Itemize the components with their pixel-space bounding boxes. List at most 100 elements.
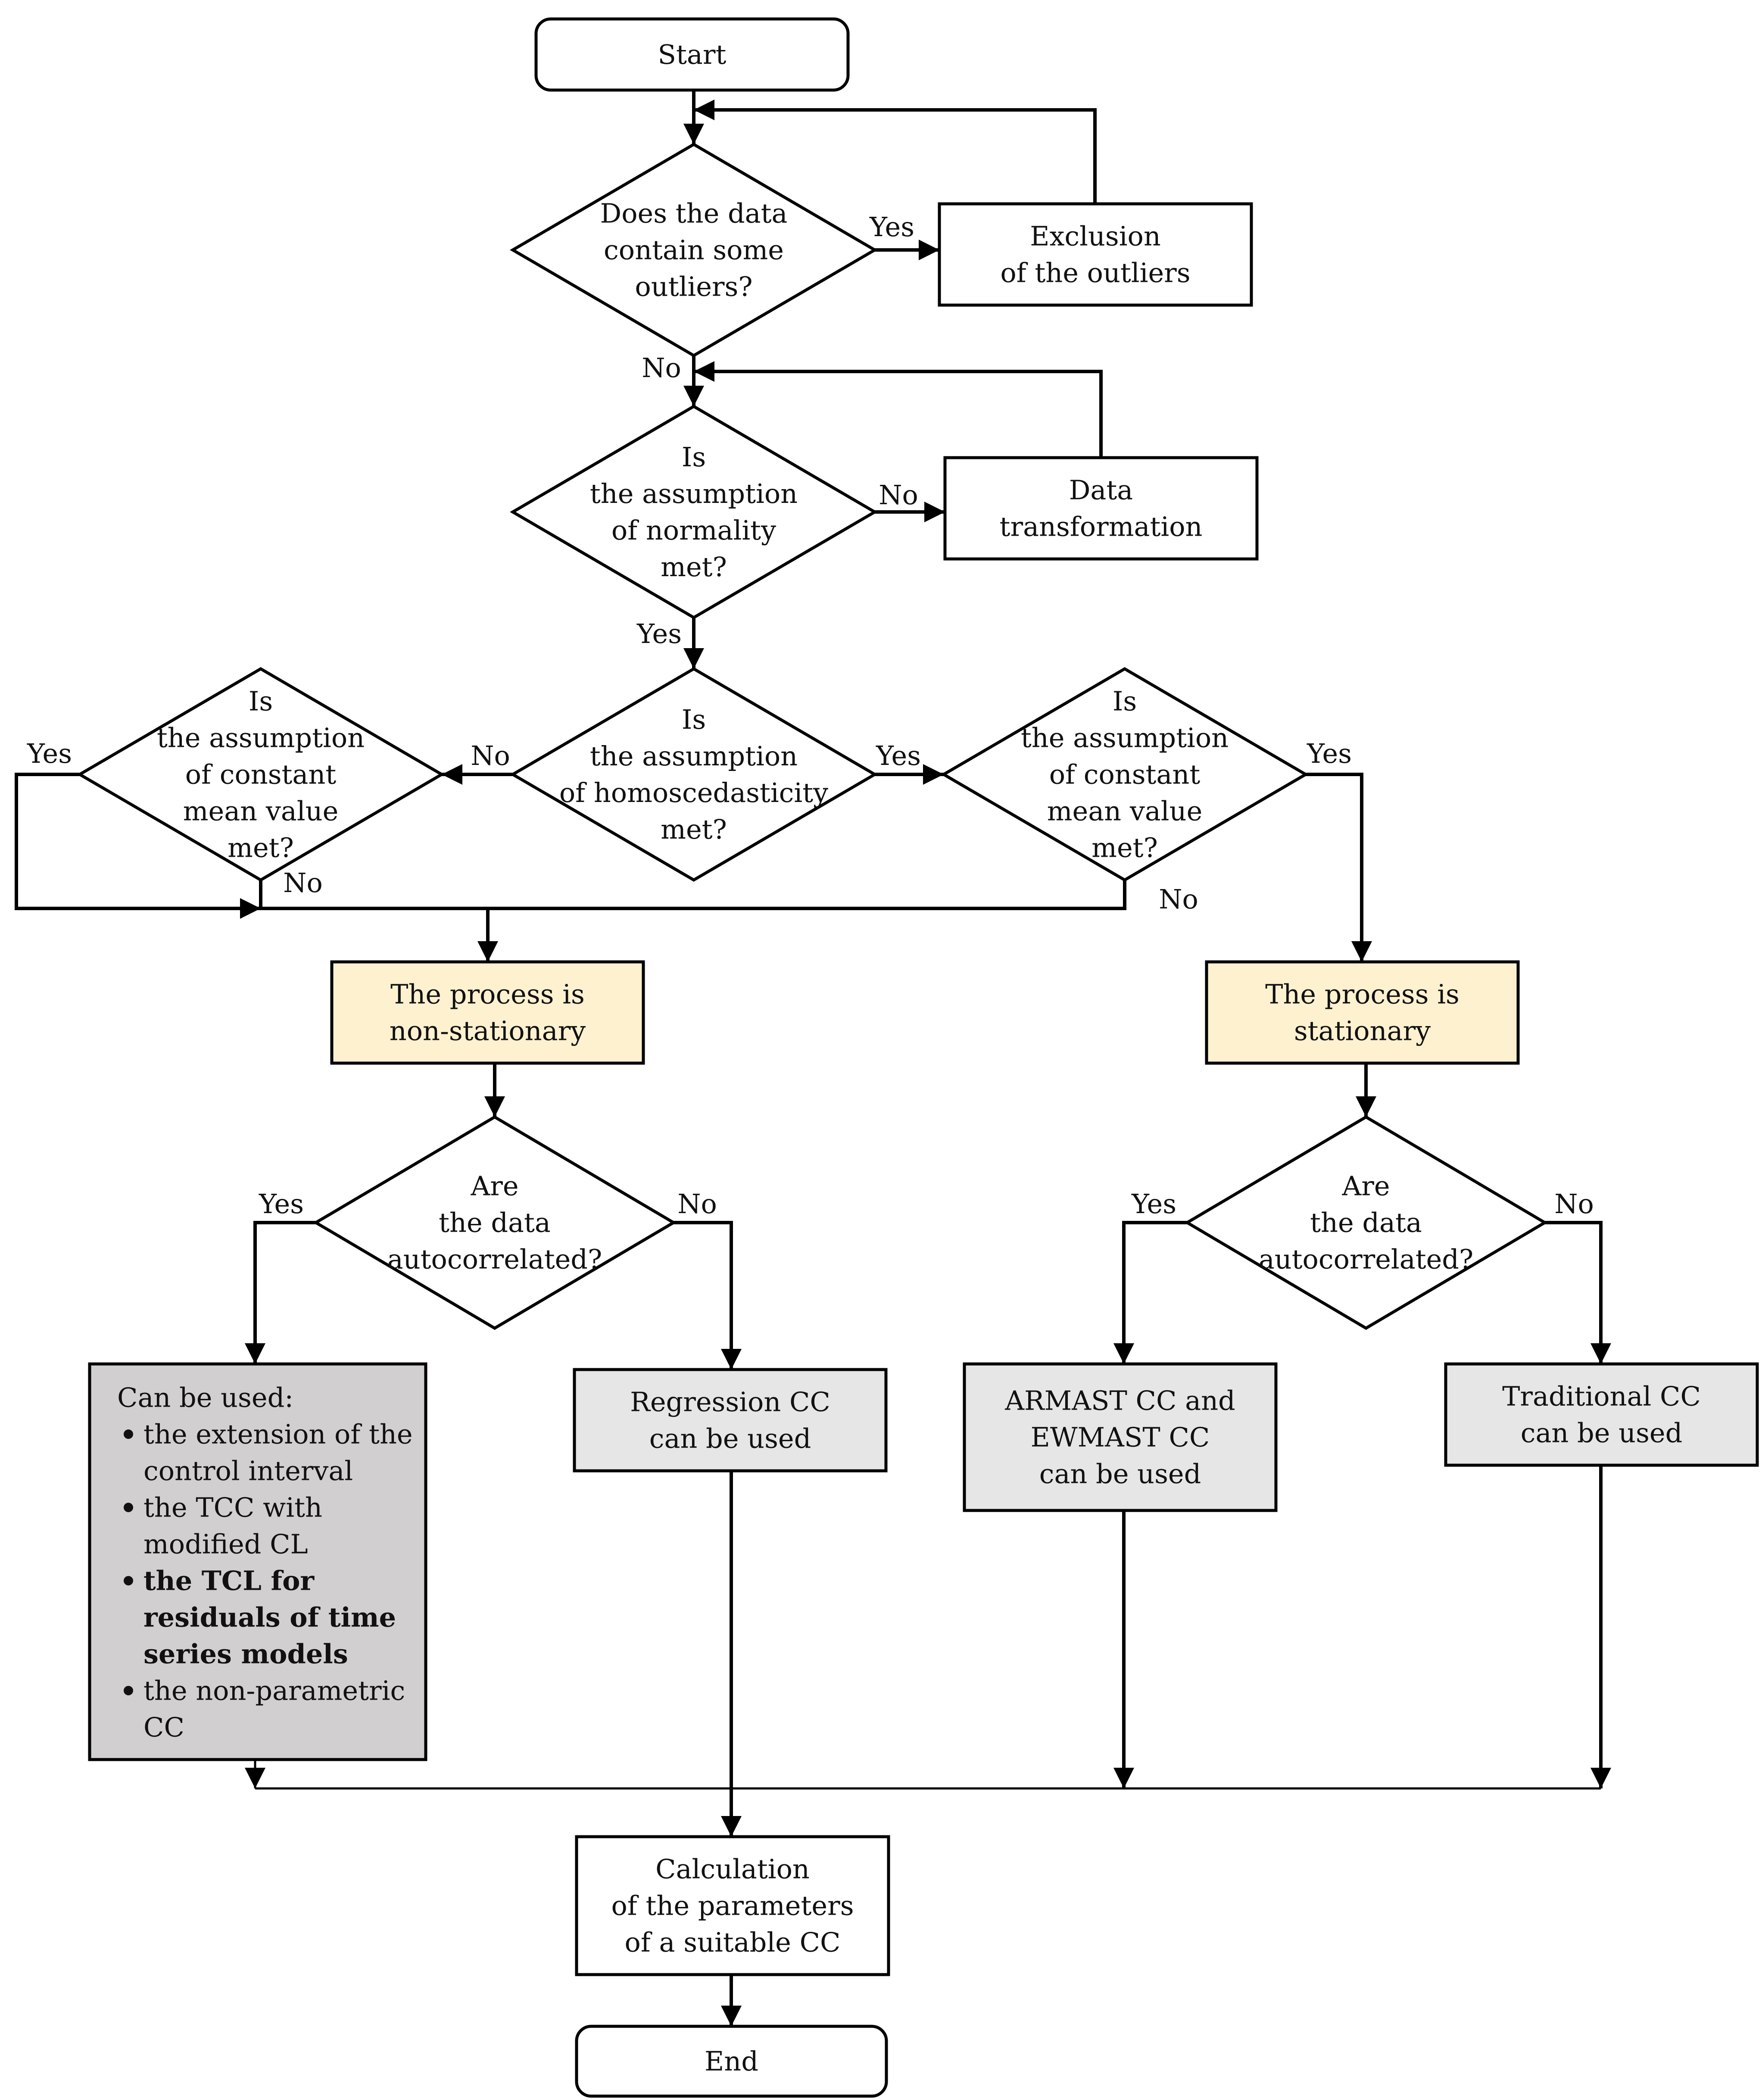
homoscedasticity-decision-text-line: the assumption	[590, 740, 798, 772]
exclusion-of-outliers-box: Exclusion of the outliers	[938, 202, 1253, 307]
edge-autocorr-right-yes	[1113, 1221, 1187, 1364]
edge-label-outliers-no: No	[642, 352, 681, 384]
can-be-used-item-line: the extension of the	[143, 1419, 413, 1450]
calculation-box-shape	[575, 1835, 890, 1976]
edge-label-autocorr-left-yes: Yes	[259, 1188, 304, 1220]
end-terminal-text-line: End	[705, 2046, 758, 2077]
autocorrelation-left-decision-text-line: autocorrelated?	[387, 1244, 602, 1275]
calculation-box-text-line: Calculation	[655, 1853, 810, 1885]
constant-mean-left-decision-text-line: Is	[249, 686, 273, 717]
autocorrelation-left-decision: Are the data autocorrelated?	[313, 1115, 677, 1330]
regression-cc-box-text-line: Regression CC	[630, 1386, 830, 1418]
constant-mean-right-decision-text-line: met?	[1092, 832, 1158, 864]
edge-label-mean-left-yes: Yes	[27, 738, 72, 769]
can-be-used-item-line: residuals of time	[143, 1602, 396, 1633]
edge-transformation-loop	[694, 361, 1103, 458]
constant-mean-left-decision-shape	[77, 667, 445, 882]
armast-ewmast-cc-box-shape	[963, 1362, 1278, 1512]
normality-decision-shape	[510, 404, 878, 620]
homoscedasticity-decision-text-line: met?	[661, 814, 727, 845]
constant-mean-left-decision-text-line: mean value	[183, 796, 339, 827]
regression-cc-box: Regression CC can be used	[573, 1368, 888, 1473]
autocorrelation-right-decision-text-line: autocorrelated?	[1259, 1244, 1473, 1275]
exclusion-of-outliers-box-text-line: of the outliers	[1000, 257, 1190, 289]
can-be-used-item-line: CC	[143, 1712, 184, 1743]
edge-autocorr-left-yes	[245, 1221, 316, 1364]
edge-nonstationary-bus	[261, 880, 1126, 910]
homoscedasticity-decision-text-line: Is	[682, 704, 706, 735]
can-be-used-box-shape	[88, 1362, 427, 1761]
end-terminal: End	[575, 2025, 888, 2098]
start-terminal: Start	[534, 17, 850, 92]
autocorrelation-right-decision: Are the data autocorrelated?	[1184, 1115, 1548, 1330]
connector-layer	[15, 90, 1611, 2026]
armast-ewmast-cc-box-text-line: EWMAST CC	[1031, 1422, 1210, 1453]
non-stationary-box-shape	[330, 960, 645, 1065]
normality-decision-text-line: of normality	[611, 515, 776, 546]
homoscedasticity-decision: Is the assumption of homoscedasticity met?	[510, 667, 878, 882]
edge-autocorr-left-no	[674, 1221, 742, 1370]
autocorrelation-left-decision-shape	[313, 1115, 677, 1330]
edge-autocorr-right-no	[1545, 1221, 1611, 1364]
edge-label-mean-left-no: No	[283, 867, 323, 899]
can-be-used-item-line: the TCL for	[143, 1565, 315, 1597]
can-be-used-box: Can be used: the extension of the control …	[88, 1362, 427, 1761]
edge-mean-right-yes	[1306, 773, 1372, 962]
edge-mean-left-yes	[15, 773, 261, 919]
edge-label-autocorr-right-yes: Yes	[1131, 1188, 1176, 1220]
stationary-box-shape	[1205, 960, 1520, 1065]
non-stationary-box: The process is non-stationary	[330, 960, 645, 1065]
edge-label-outliers-yes: Yes	[869, 211, 914, 243]
regression-cc-box-shape	[573, 1368, 888, 1473]
autocorrelation-right-decision-shape	[1184, 1115, 1548, 1330]
edge-label-autocorr-left-no: No	[677, 1188, 717, 1220]
edge-label-mean-right-yes: Yes	[1307, 738, 1352, 769]
constant-mean-left-decision-text-line: met?	[228, 832, 294, 864]
autocorrelation-left-decision-text-line: the data	[439, 1207, 551, 1239]
constant-mean-left-decision-text-line: the assumption	[157, 722, 365, 754]
constant-mean-left-decision-text-line: of constant	[185, 759, 337, 790]
homoscedasticity-decision-text-line: of homoscedasticity	[559, 777, 828, 808]
armast-ewmast-cc-box-text-line: can be used	[1039, 1458, 1201, 1490]
can-be-used-item-line: control interval	[143, 1455, 353, 1487]
regression-cc-box-text-line: can be used	[649, 1423, 811, 1454]
traditional-cc-box-text-line: Traditional CC	[1502, 1381, 1701, 1412]
constant-mean-right-decision-text-line: mean value	[1047, 796, 1203, 827]
start-terminal-shape	[534, 17, 850, 92]
exclusion-of-outliers-box-text-line: Exclusion	[1030, 221, 1161, 252]
edge-label-normality-no: No	[879, 479, 918, 511]
traditional-cc-box-shape	[1444, 1362, 1759, 1467]
can-be-used-title: Can be used:	[117, 1382, 293, 1414]
bullet-icon	[124, 1503, 133, 1512]
normality-decision-text-line: Is	[682, 441, 706, 473]
edge-label-homo-no: No	[471, 740, 510, 771]
non-stationary-box-text-line: non-stationary	[390, 1015, 586, 1047]
non-stationary-box-text-line: The process is	[390, 979, 585, 1010]
bullet-icon	[124, 1686, 133, 1695]
autocorrelation-right-decision-text-line: Are	[1341, 1170, 1390, 1202]
constant-mean-right-decision-text-line: Is	[1113, 686, 1137, 717]
armast-ewmast-cc-box-text-line: ARMAST CC and	[1004, 1385, 1235, 1417]
data-transformation-box-text-line: Data	[1069, 474, 1133, 506]
calculation-box-text-line: of the parameters	[611, 1890, 854, 1922]
end-terminal-shape	[575, 2025, 888, 2098]
edge-label-homo-yes: Yes	[876, 740, 921, 771]
autocorrelation-right-decision-text-line: the data	[1310, 1207, 1422, 1239]
constant-mean-right-decision-text-line: of constant	[1049, 759, 1201, 790]
autocorrelation-left-decision-text-line: Are	[470, 1170, 518, 1202]
homoscedasticity-decision-shape	[510, 667, 878, 882]
constant-mean-right-decision-shape	[941, 667, 1309, 882]
exclusion-of-outliers-box-shape	[938, 202, 1253, 307]
start-terminal-text-line: Start	[658, 39, 727, 70]
can-be-used-item-line: series models	[143, 1638, 348, 1670]
can-be-used-item-line: the TCC with	[143, 1492, 322, 1523]
